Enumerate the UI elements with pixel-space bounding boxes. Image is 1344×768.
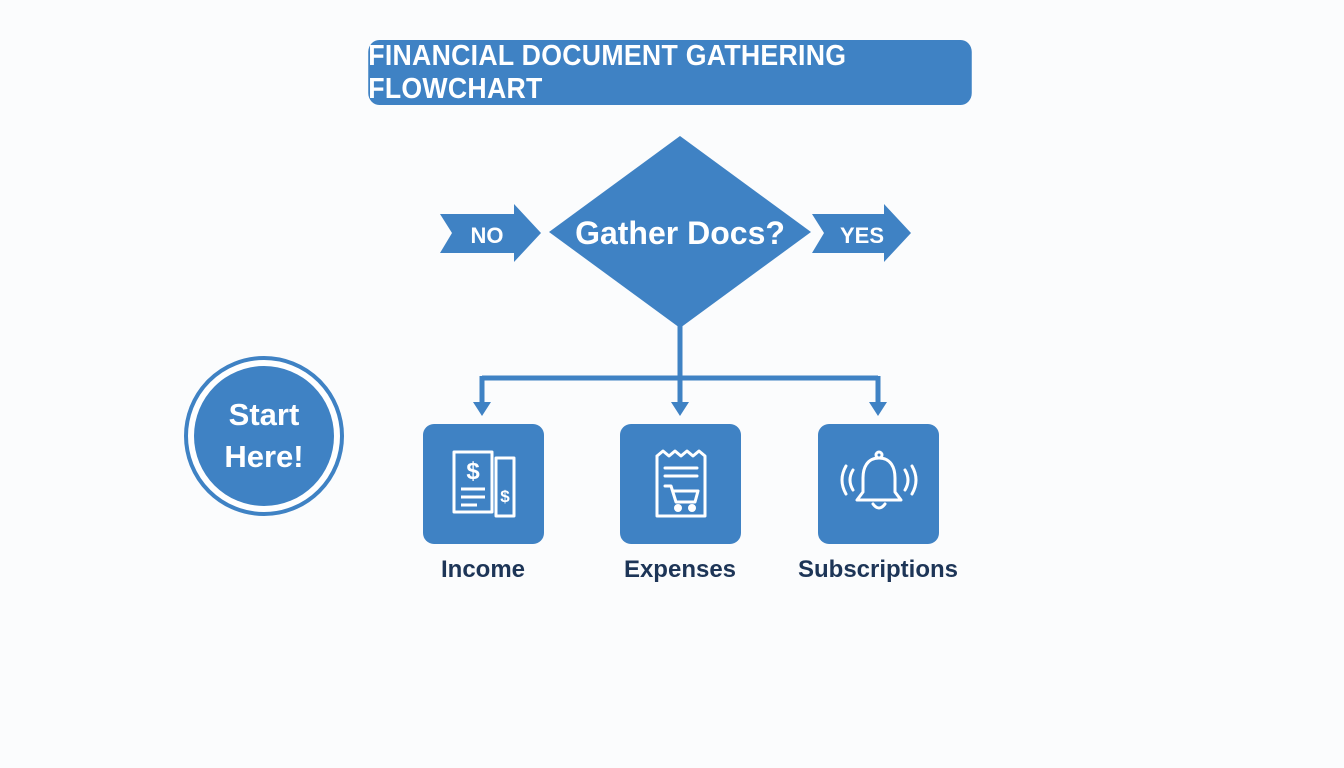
decision-diamond: Gather Docs? [549,136,811,328]
yes-branch-arrow: YES [812,204,911,262]
income-category-box: $ $ [423,424,544,544]
income-document-icon: $ $ [452,450,515,518]
expenses-label: Expenses [623,556,737,583]
start-here-label: Start Here! [194,366,334,506]
decision-label: Gather Docs? [575,215,785,251]
subscriptions-label: Subscriptions [797,556,959,583]
expenses-category-box [620,424,741,544]
subscriptions-category-box [818,424,939,544]
no-branch-arrow: NO [440,204,541,262]
connector-arrowhead [473,402,491,416]
no-branch-label: NO [471,223,504,248]
svg-text:$: $ [500,487,510,506]
svg-text:$: $ [466,458,480,485]
start-here-badge: Start Here! [184,356,344,516]
branch-connectors [479,326,881,404]
yes-branch-label: YES [840,223,884,248]
income-label: Income [440,556,526,583]
connector-arrowhead [671,402,689,416]
ringing-bell-icon [840,450,917,510]
receipt-cart-icon [655,449,706,518]
connector-arrowhead [869,402,887,416]
flowchart-title: FINANCIAL DOCUMENT GATHERING FLOWCHART [368,40,972,105]
